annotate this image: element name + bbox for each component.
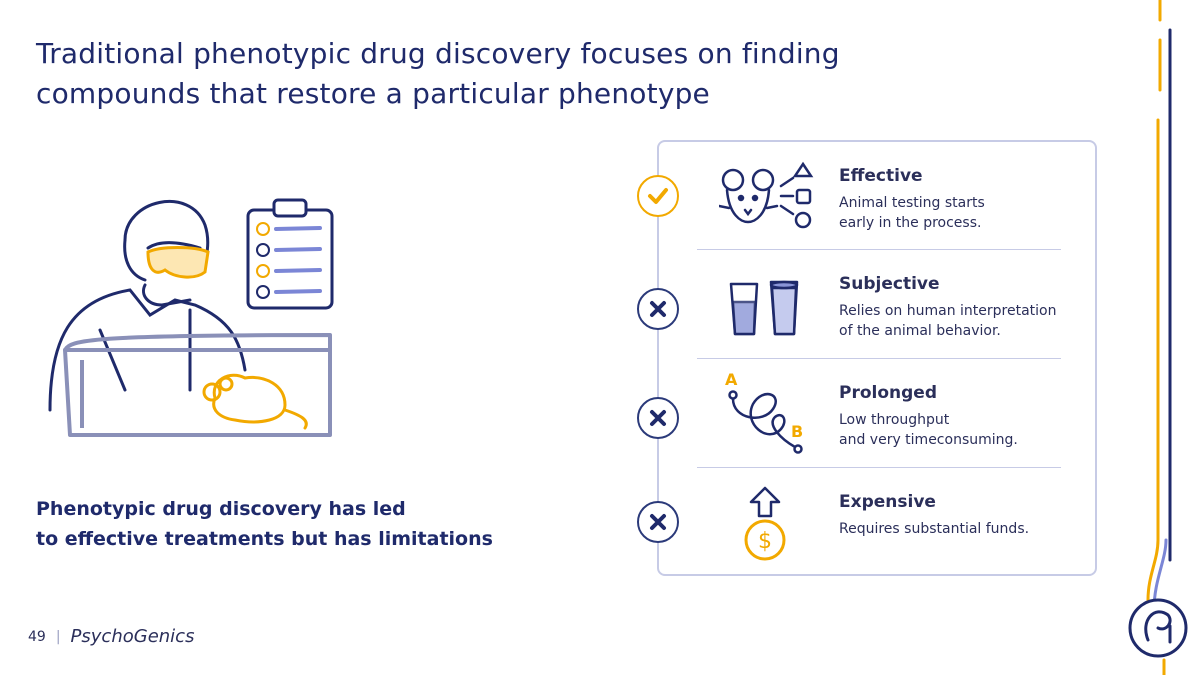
cross-status-icon [637, 501, 679, 543]
attribute-description: Low throughput and very timeconsuming. [839, 410, 1079, 450]
description-line: and very timeconsuming. [839, 432, 1018, 448]
attribute-row-effective: Effective Animal testing starts early in… [637, 142, 1095, 250]
description-line: early in the process. [839, 215, 982, 231]
mouse-icon [202, 373, 308, 430]
researcher-illustration [30, 180, 350, 454]
end-label: B [791, 422, 803, 441]
decorative-lines [1128, 0, 1188, 675]
key-message-line-1: Phenotypic drug discovery has led [36, 498, 406, 520]
attribute-heading: Prolonged [839, 383, 937, 403]
attribute-description: Relies on human interpretation of the an… [839, 301, 1079, 341]
rising-cost-icon: $ [741, 484, 791, 568]
description-line: of the animal behavior. [839, 323, 1001, 339]
clipboard-icon [246, 198, 334, 310]
description-line: Low throughput [839, 412, 950, 428]
page-number: 49 [28, 628, 46, 645]
title-line-1: Traditional phenotypic drug discovery fo… [36, 37, 840, 70]
start-label: A [725, 370, 738, 389]
attributes-panel: Effective Animal testing starts early in… [637, 140, 1097, 576]
description-line: Relies on human interpretation [839, 303, 1057, 319]
attribute-row-subjective: Subjective Relies on human interpretatio… [637, 250, 1095, 358]
glasses-icon [727, 268, 807, 342]
cross-status-icon [637, 397, 679, 439]
goggles-icon [146, 246, 210, 279]
scientist-icon [48, 200, 247, 412]
row-divider [697, 467, 1061, 468]
currency-label: $ [758, 529, 772, 554]
attribute-description: Requires substantial funds. [839, 519, 1079, 539]
title-line-2: compounds that restore a particular phen… [36, 77, 710, 110]
path-a-to-b-icon: A B [723, 369, 813, 458]
description-line: Animal testing starts [839, 195, 985, 211]
scientist-with-mouse-icon [48, 198, 334, 437]
cross-status-icon [637, 288, 679, 330]
brand-name: PsychoGenics [70, 626, 195, 647]
attribute-heading: Expensive [839, 492, 936, 512]
attribute-heading: Subjective [839, 274, 940, 294]
key-message-line-2: to effective treatments but has limitati… [36, 528, 493, 550]
attribute-heading: Effective [839, 166, 923, 186]
row-divider [697, 358, 1061, 359]
row-divider [697, 249, 1061, 250]
cage-icon [63, 333, 332, 437]
key-message: Phenotypic drug discovery has led to eff… [36, 494, 556, 554]
footer-separator: | [55, 628, 61, 645]
mouse-test-icon [717, 160, 829, 234]
footer: 49 | PsychoGenics [28, 626, 194, 647]
check-status-icon [637, 175, 679, 217]
attribute-description: Animal testing starts early in the proce… [839, 193, 1079, 233]
attribute-row-prolonged: A B Prolonged Low throughput and very ti… [637, 359, 1095, 467]
attribute-row-expensive: $ Expensive Requires substantial funds. [637, 468, 1095, 576]
description-line: Requires substantial funds. [839, 521, 1030, 537]
page-title: Traditional phenotypic drug discovery fo… [36, 34, 856, 114]
